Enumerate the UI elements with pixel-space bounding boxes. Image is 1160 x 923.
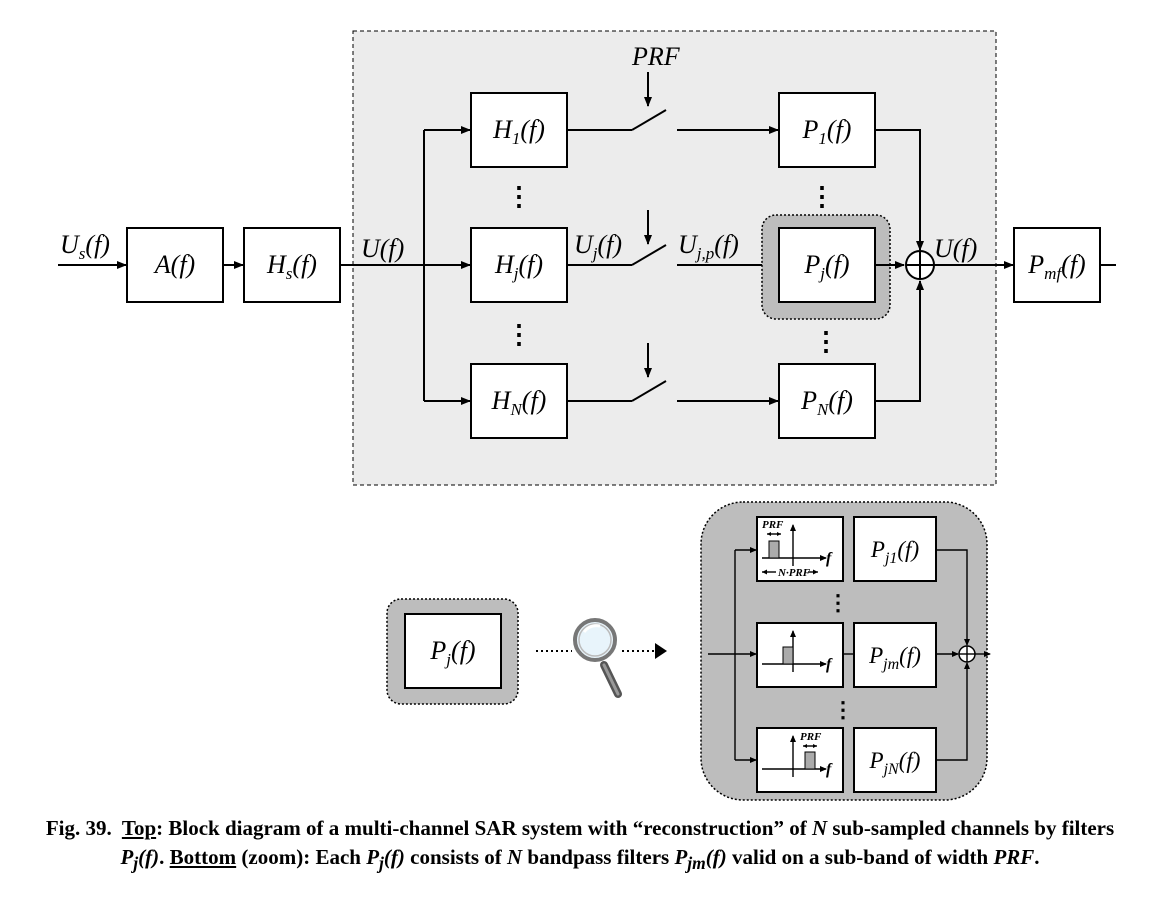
svg-text:f: f (826, 761, 833, 778)
svg-text:Pmf(f): Pmf(f) (1027, 250, 1085, 283)
channel-dots-left-lower: ⋮ (506, 320, 532, 349)
pjn-block: PjN(f) (853, 727, 937, 793)
sampler-switch-j (567, 244, 779, 269)
channel-bank-region (352, 30, 997, 486)
u-out-label: U(f) (934, 234, 977, 263)
zoom-dots-lower: ⋮ (832, 697, 854, 722)
p1-block: P1(f) (778, 92, 876, 168)
sampler-switch-n (567, 380, 779, 405)
magnifier-icon (573, 618, 622, 698)
svg-text:P1(f): P1(f) (802, 115, 852, 148)
svg-text:PjN(f): PjN(f) (869, 748, 921, 778)
svg-text:HN(f): HN(f) (491, 386, 547, 419)
prf-label: PRF (631, 42, 681, 71)
svg-text:Pj(f): Pj(f) (803, 250, 849, 283)
u-signal-label: U(f) (361, 234, 404, 263)
channel-dots-left-upper: ⋮ (506, 182, 532, 211)
zoom-arrowhead (655, 643, 667, 659)
svg-text:Pj1(f): Pj1(f) (870, 537, 919, 567)
zoom-row1-to-sum (936, 549, 970, 646)
h1-block: H1(f) (470, 92, 568, 168)
svg-text:A(f): A(f) (153, 250, 195, 279)
svg-text:PRF: PRF (762, 519, 784, 531)
pj-block: Pj(f) (778, 227, 876, 303)
pj1-block: Pj1(f) (853, 516, 937, 582)
zoom-summation-node (958, 645, 976, 663)
svg-text:PN(f): PN(f) (800, 386, 853, 419)
svg-text:Pjm(f): Pjm(f) (868, 643, 921, 673)
sampler-switch-1 (567, 109, 779, 134)
svg-text:Hj(f): Hj(f) (494, 250, 543, 283)
summation-node (905, 250, 935, 280)
hn-block: HN(f) (470, 363, 568, 439)
svg-text:Pj(f): Pj(f) (429, 636, 475, 669)
svg-text:f: f (826, 656, 833, 673)
figure-caption: Fig. 39. Top: Block diagram of a multi-c… (45, 816, 1115, 874)
pmf-block: Pmf(f) (1013, 227, 1101, 303)
svg-text:Us(f): Us(f) (60, 230, 110, 263)
zoom-rown-to-sum (936, 662, 970, 761)
uj-label: Uj(f) (574, 230, 622, 263)
channel-dots-right-upper: ⋮ (809, 182, 835, 211)
hj-block: Hj(f) (470, 227, 568, 303)
pn-block: PN(f) (778, 363, 876, 439)
pjm-block: Pjm(f) (853, 622, 937, 688)
zoom-dots-upper: ⋮ (827, 590, 849, 615)
svg-text:f: f (826, 550, 833, 567)
spectrum-box-m: f (756, 622, 844, 688)
p1-to-sum-line (875, 129, 924, 251)
input-signal-label: Us(f) (60, 230, 110, 263)
ujp-label: Uj,p(f) (678, 230, 739, 263)
spectrum-box-n: PRF f (756, 727, 844, 793)
svg-text:H1(f): H1(f) (492, 115, 545, 148)
spectrum-box-1: PRF f N·PRF (756, 516, 844, 582)
pn-to-sum-line (875, 280, 924, 402)
svg-text:N·PRF: N·PRF (777, 567, 811, 579)
pj-zoom-block: Pj(f) (404, 613, 502, 689)
hs-block: Hs(f) (243, 227, 341, 303)
svg-text:PRF: PRF (800, 731, 822, 743)
channel-dots-right-lower: ⋮ (813, 327, 839, 356)
antenna-block: A(f) (126, 227, 224, 303)
svg-text:Hs(f): Hs(f) (266, 250, 317, 283)
